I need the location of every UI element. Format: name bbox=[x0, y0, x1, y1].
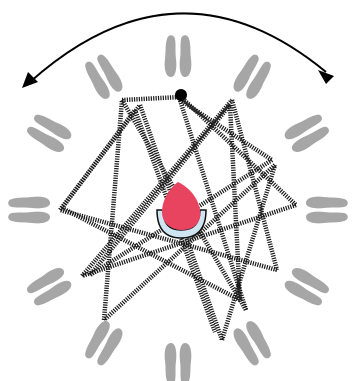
walk-path-segment bbox=[222, 165, 275, 340]
footprint-pair-icon bbox=[306, 197, 348, 224]
arc-arrowhead-left bbox=[22, 72, 38, 88]
pivot-dot-icon bbox=[175, 89, 187, 101]
footprint-pair-icon bbox=[282, 265, 331, 309]
walk-path-segment bbox=[62, 110, 135, 208]
footprint-pair-icon bbox=[230, 52, 274, 101]
footprint-pair-icon bbox=[230, 319, 274, 368]
arc-line bbox=[30, 13, 326, 82]
footprint-pair-icon bbox=[8, 197, 50, 224]
blood-drop-icon bbox=[162, 182, 200, 230]
footprint-pair-icon bbox=[82, 319, 126, 368]
footprint-pair-icon bbox=[24, 265, 73, 309]
footprint-pair-icon bbox=[165, 35, 192, 77]
footprint-pair-icon bbox=[24, 111, 73, 155]
arc-arrowhead-right bbox=[318, 70, 334, 84]
footprint-pair-icon bbox=[82, 52, 126, 101]
footprint-pair-icon bbox=[165, 343, 192, 381]
swing-arc-arrow bbox=[22, 13, 334, 88]
footprint-pair-icon bbox=[282, 111, 331, 155]
walk-path-segment bbox=[122, 97, 181, 100]
